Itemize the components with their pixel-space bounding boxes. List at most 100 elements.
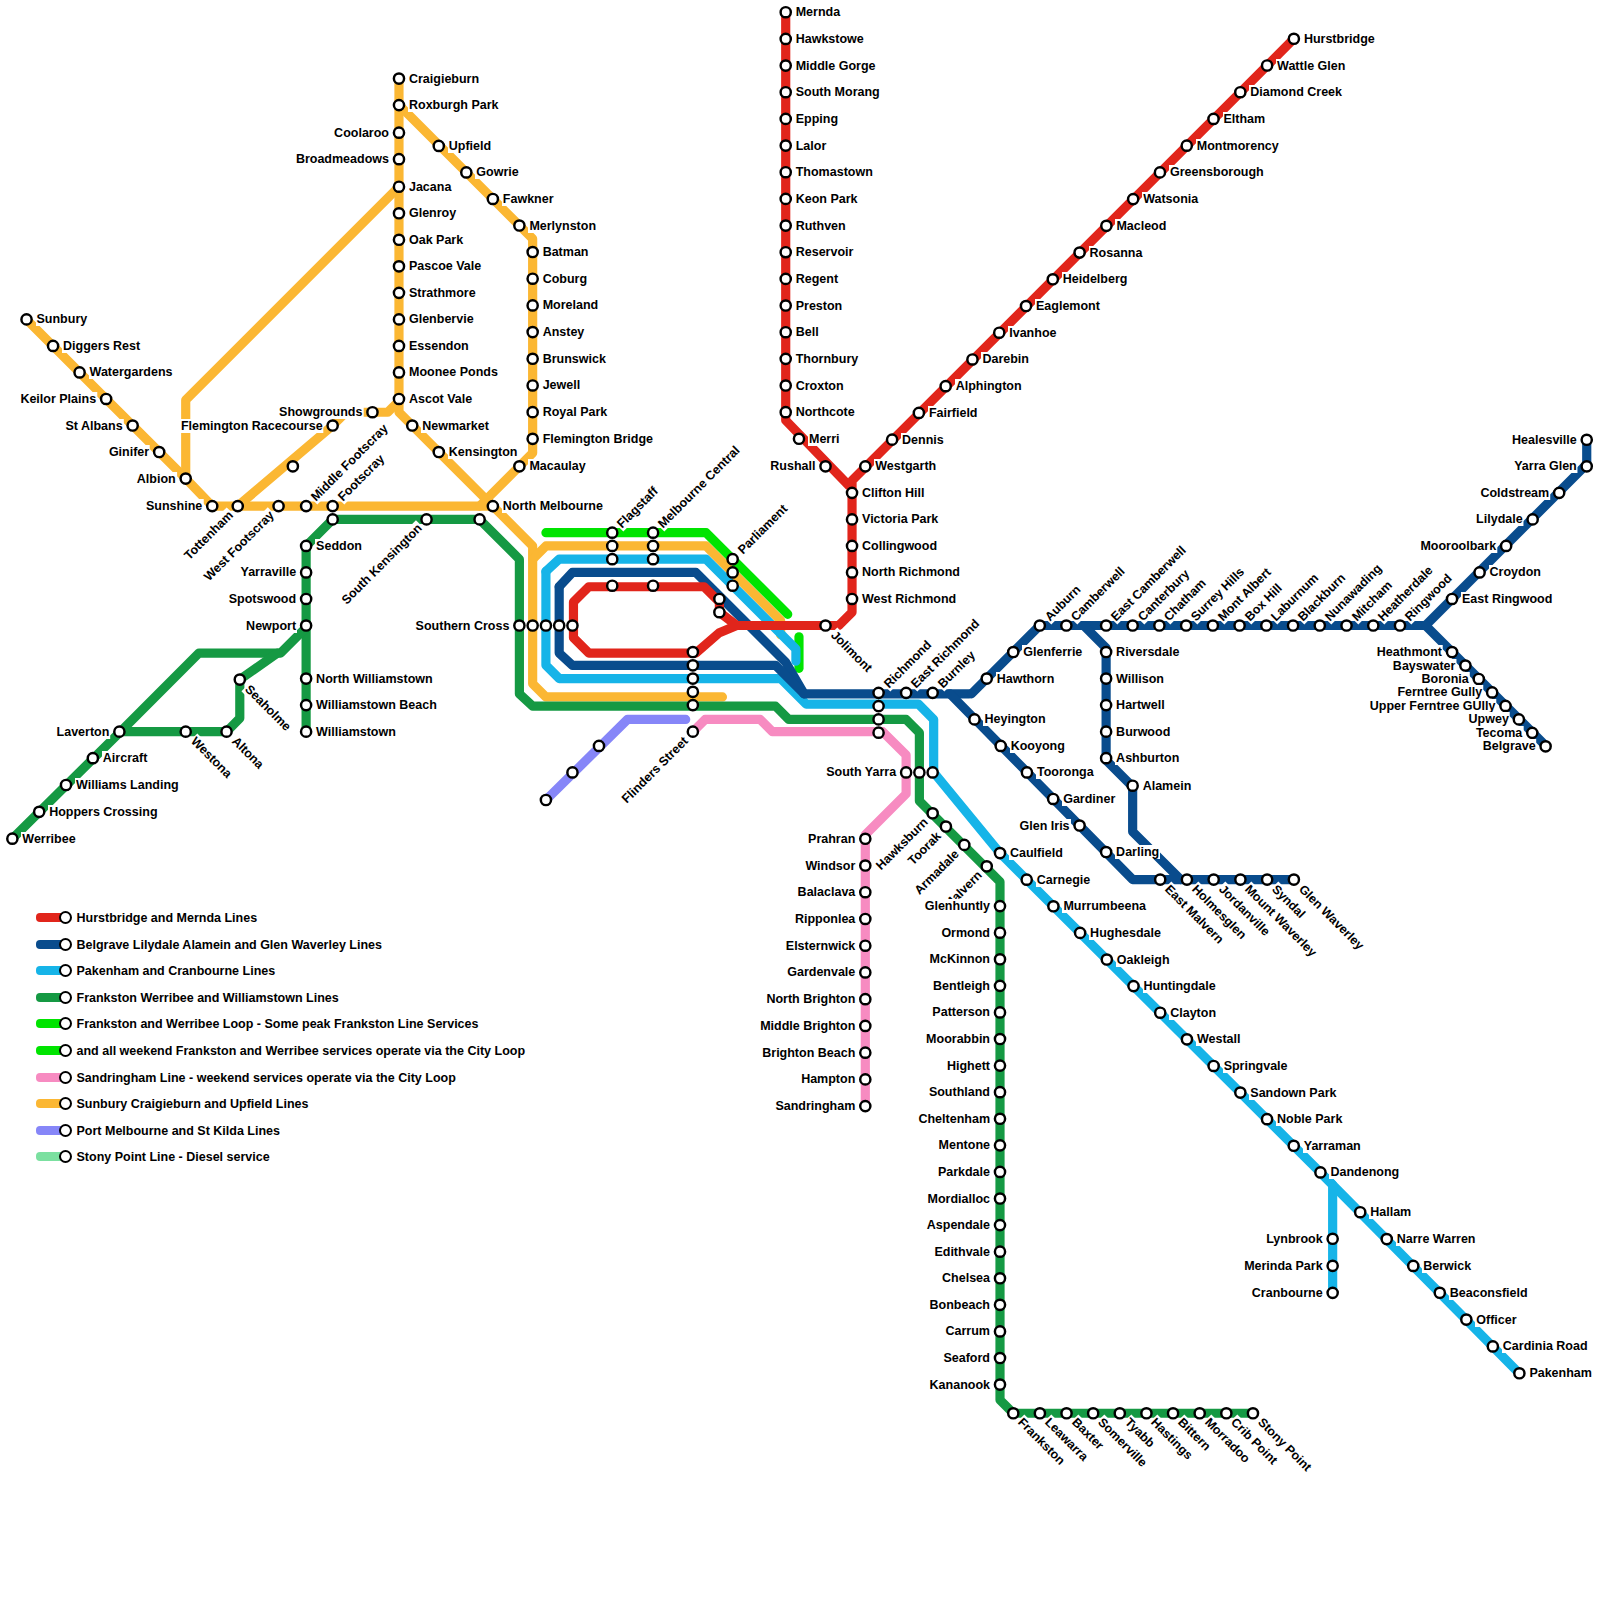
station-name: Alphington	[955, 379, 1023, 393]
station-dot	[995, 1220, 1005, 1230]
legend-row: Belgrave Lilydale Alamein and Glen Waver…	[0, 936, 760, 954]
station-dot	[995, 848, 1005, 858]
station-dot	[1488, 1341, 1498, 1351]
station-name: Fawkner	[502, 192, 555, 206]
station-dot	[995, 1034, 1005, 1044]
station-name: North Williamstown	[315, 672, 434, 686]
station-name: North Brighton	[765, 992, 856, 1006]
station-name: Albion	[136, 472, 177, 486]
station-name: Willison	[1115, 672, 1165, 686]
station-name: North Richmond	[861, 565, 961, 579]
station-name: Hawkstowe	[795, 32, 865, 46]
station-dot	[781, 354, 791, 364]
station-name: Brighton Beach	[761, 1046, 856, 1060]
station-dot	[860, 1048, 870, 1058]
station-dot	[1061, 620, 1071, 630]
legend-row: Pakenham and Cranbourne Lines	[0, 962, 760, 980]
station-name: Merinda Park	[1243, 1259, 1324, 1273]
station-name: Greensborough	[1169, 165, 1265, 179]
legend-row: Stony Point Line - Diesel service	[0, 1148, 760, 1166]
station-name: Darebin	[981, 352, 1030, 366]
station-dot	[860, 834, 870, 844]
station-name: Darling	[1115, 845, 1160, 859]
station-name: Seaford	[942, 1351, 991, 1365]
station-name: Yarraville	[240, 565, 298, 579]
legend-text: Frankston and Werribee Loop - Some peak …	[77, 1015, 479, 1033]
station-dot	[1048, 901, 1058, 911]
station-name: Bell	[795, 325, 820, 339]
station-dot	[394, 100, 404, 110]
station-dot	[528, 434, 538, 444]
station-dot	[995, 954, 1005, 964]
station-name: Heathmont	[1376, 645, 1443, 659]
station-name: Glenhuntly	[924, 899, 991, 913]
station-name: Ginifer	[108, 445, 150, 459]
station-dot	[995, 1273, 1005, 1283]
station-name: Seddon	[315, 539, 363, 553]
station-dot	[928, 808, 938, 818]
cyan-lines	[546, 559, 1519, 1373]
station-dot	[207, 501, 217, 511]
station-dot	[1262, 874, 1272, 884]
station-dot	[1341, 620, 1351, 630]
station-dot	[1048, 794, 1058, 804]
legend-text: Pakenham and Cranbourne Lines	[77, 962, 276, 980]
station-dot	[847, 488, 857, 498]
station-name: Seaholme	[241, 681, 294, 734]
legend-swatch	[36, 1019, 67, 1028]
station-dot	[181, 473, 191, 483]
station-name: Sandown Park	[1249, 1086, 1337, 1100]
station-name: Hallam	[1369, 1205, 1412, 1219]
station-dot	[301, 594, 311, 604]
station-dot	[488, 501, 498, 511]
station-dot	[1235, 874, 1245, 884]
station-name: Regent	[795, 272, 839, 286]
station-dot	[1048, 274, 1058, 284]
station-name: Batman	[542, 245, 590, 259]
legend-row: Sandringham Line - weekend services oper…	[0, 1069, 760, 1087]
station-dot	[528, 380, 538, 390]
station-dot	[1501, 541, 1511, 551]
station-dot	[873, 688, 883, 698]
station-dot	[394, 394, 404, 404]
station-dot	[1328, 1261, 1338, 1271]
station-dot	[1128, 194, 1138, 204]
legend-swatch	[36, 913, 67, 922]
station-name: Ashburton	[1115, 751, 1180, 765]
station-dot	[394, 182, 404, 192]
station-dot	[995, 1193, 1005, 1203]
legend-dot	[59, 991, 72, 1004]
legend-dot	[59, 1097, 72, 1110]
legend-text: Frankston Werribee and Williamstown Line…	[77, 989, 339, 1007]
station-name: Macaulay	[528, 459, 586, 473]
station-dot	[114, 727, 124, 737]
station-dot	[21, 314, 31, 324]
station-dot	[820, 461, 830, 471]
station-name: Williams Landing	[75, 778, 180, 792]
station-dot	[1408, 1261, 1418, 1271]
station-name: Jacana	[408, 180, 452, 194]
station-dot	[995, 1061, 1005, 1071]
station-dot	[781, 194, 791, 204]
station-name: Hartwell	[1115, 698, 1166, 712]
station-dot	[394, 314, 404, 324]
station-dot	[781, 220, 791, 230]
station-name: Flinders Street	[618, 733, 691, 806]
station-name: Diggers Rest	[62, 339, 141, 353]
station-dot	[995, 1167, 1005, 1177]
station-dot	[688, 727, 698, 737]
station-dot	[1101, 727, 1111, 737]
station-dot	[221, 727, 231, 737]
station-name: Caulfield	[1009, 846, 1064, 860]
station-name: Southland	[928, 1085, 991, 1099]
station-name: Spotswood	[228, 592, 297, 606]
station-dot	[1061, 1408, 1071, 1418]
station-name: Eaglemont	[1035, 299, 1101, 313]
station-dot	[1155, 167, 1165, 177]
station-name: Officer	[1475, 1313, 1517, 1327]
station-dot	[1209, 1061, 1219, 1071]
station-name: Murrumbeena	[1062, 899, 1147, 913]
station-dot	[1115, 1408, 1125, 1418]
station-name: Roxburgh Park	[408, 98, 500, 112]
station-dot	[860, 994, 870, 1004]
